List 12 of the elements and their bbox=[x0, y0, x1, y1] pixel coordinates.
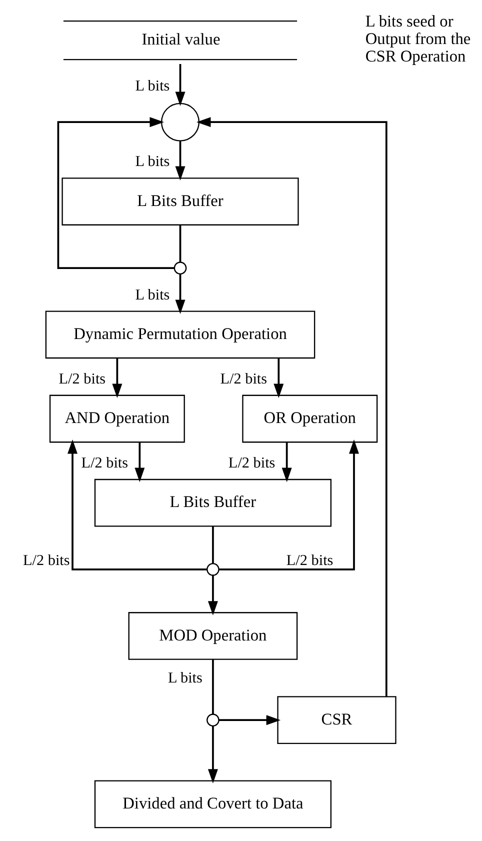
edge-label: L/2 bits bbox=[80, 454, 128, 472]
edge-label: L/2 bits bbox=[286, 552, 333, 570]
edge-label: L/2 bits bbox=[220, 370, 267, 388]
label: L bits seed or Output from the CSR Operation bbox=[364, 12, 470, 66]
edge-label: L/2 bits bbox=[22, 552, 70, 570]
node-text: Initial value bbox=[141, 30, 220, 49]
edge-label: L bits bbox=[134, 78, 170, 95]
edge-label: L bits bbox=[134, 153, 170, 170]
edge-label: L/2 bits bbox=[58, 370, 106, 388]
edge-label: L/2 bits bbox=[228, 454, 275, 472]
edge-label: L bits bbox=[167, 670, 202, 687]
edge-label: L bits bbox=[134, 286, 170, 304]
